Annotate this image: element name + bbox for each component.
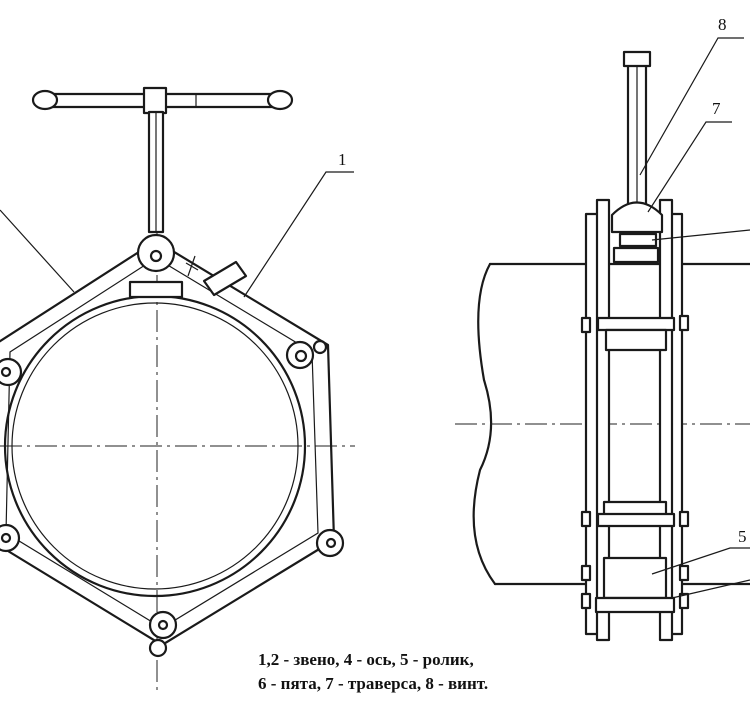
side-view: 8 7 5 xyxy=(455,15,750,642)
callout-7-leader xyxy=(647,121,732,213)
legend: 1,2 - звено, 4 - ось, 5 - ролик, 6 - пят… xyxy=(258,648,488,696)
callout-5-label: 5 xyxy=(738,527,747,546)
callout-1-label: 1 xyxy=(338,150,347,169)
callout-7-label: 7 xyxy=(712,99,721,118)
callout-4-leader xyxy=(671,579,750,599)
traverse xyxy=(610,201,664,234)
callout-5-leader xyxy=(651,547,750,575)
link-plate-left xyxy=(595,198,611,642)
handle-hub xyxy=(142,86,168,115)
pipe-break-line xyxy=(472,262,497,586)
heel xyxy=(612,246,660,264)
link-end-block xyxy=(202,260,248,297)
pivot-joints xyxy=(0,233,345,658)
heel-top xyxy=(618,232,658,248)
legend-line-2: 6 - пята, 7 - траверса, 8 - винт. xyxy=(258,674,489,693)
legend-line-1: 1,2 - звено, 4 - ось, 5 - ролик, xyxy=(258,650,474,669)
upper-axle xyxy=(596,316,676,332)
link-chain-inner xyxy=(5,257,319,629)
callout-8-label: 8 xyxy=(718,15,727,34)
callout-6-leader xyxy=(651,229,750,241)
pipe-inner-circle xyxy=(11,302,299,590)
link-plate-right xyxy=(658,198,674,642)
handle-knob-right xyxy=(266,89,294,111)
callout-1-leader xyxy=(243,171,354,298)
callout-8-leader xyxy=(639,37,744,176)
lower-axle xyxy=(596,512,676,528)
traverse-block xyxy=(128,280,184,299)
front-view: 1 xyxy=(0,86,355,695)
screw-head xyxy=(622,50,652,68)
link-chain-outer xyxy=(0,239,336,647)
upper-spacer xyxy=(604,328,668,352)
roller-axle xyxy=(594,596,676,614)
t-handle xyxy=(31,86,294,234)
roller xyxy=(602,556,668,600)
handle-knob-left xyxy=(31,89,59,111)
callout-2-leader xyxy=(0,209,75,293)
